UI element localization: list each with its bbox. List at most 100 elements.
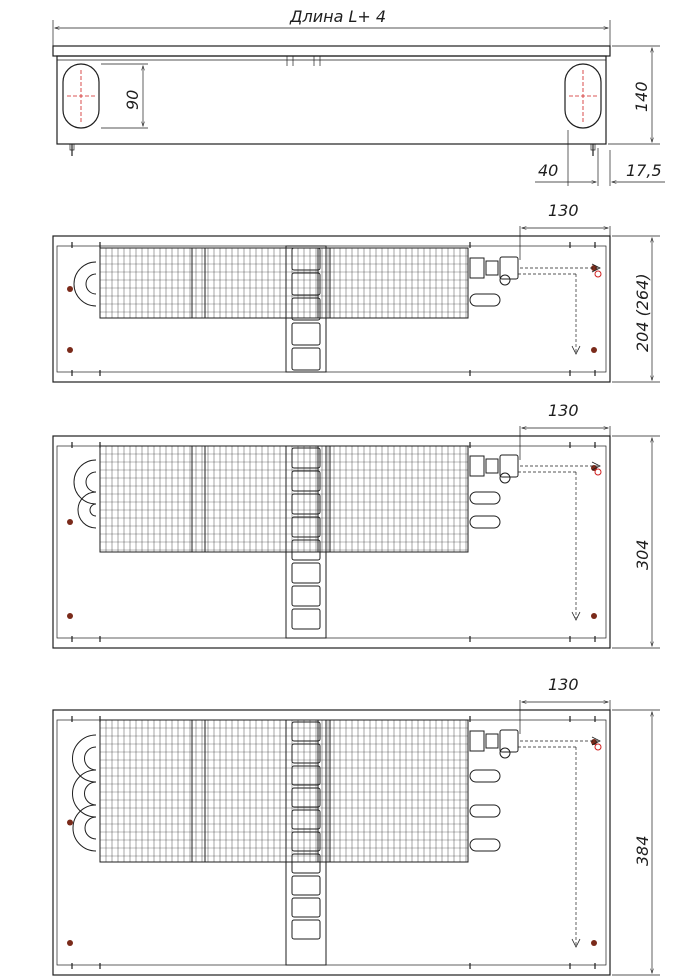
bracket-cell xyxy=(291,539,321,561)
section-height-label: 204 (264) xyxy=(633,273,652,352)
flow-arrow xyxy=(591,461,601,471)
bracket-cell xyxy=(291,919,321,940)
screw xyxy=(591,265,597,271)
connection-point xyxy=(594,270,602,278)
bracket-cell xyxy=(291,493,321,515)
heat-exchanger xyxy=(99,247,469,319)
tube-end xyxy=(469,515,501,529)
tube-end xyxy=(469,491,501,505)
section-304: 130 304 xyxy=(52,401,660,649)
tube-bend xyxy=(77,491,97,529)
tube-bend xyxy=(73,261,97,307)
valve-nut xyxy=(485,260,499,276)
bracket-cell xyxy=(291,297,321,321)
valve-drain xyxy=(499,274,511,286)
bracket-cell xyxy=(291,322,321,346)
connection-point xyxy=(594,743,602,751)
tube-bend xyxy=(85,471,97,493)
bracket-cell xyxy=(291,272,321,296)
bracket-cell xyxy=(291,721,321,742)
tube-bend xyxy=(84,746,97,771)
screw xyxy=(67,286,73,292)
tube-bend xyxy=(72,769,97,818)
right-slot xyxy=(564,63,602,129)
screw xyxy=(67,819,73,826)
bracket-cell xyxy=(291,743,321,764)
bracket-cell xyxy=(291,562,321,584)
screw xyxy=(67,940,73,946)
flow-arrow xyxy=(571,938,581,948)
bracket-cell xyxy=(291,585,321,607)
tube-end xyxy=(469,838,501,852)
bracket-cell xyxy=(291,853,321,874)
section-384: 130 384 xyxy=(52,675,660,976)
flow-arrow xyxy=(571,611,581,621)
tube-bend xyxy=(85,273,97,295)
heat-exchanger xyxy=(99,719,469,863)
center-bracket xyxy=(285,245,327,373)
bracket-cell xyxy=(291,809,321,830)
section-width-label: 130 xyxy=(548,675,579,694)
heat-exchanger xyxy=(99,445,469,553)
section-width-label: 130 xyxy=(548,401,579,420)
valve-nut xyxy=(485,458,499,474)
screw xyxy=(67,519,73,525)
tube-bend xyxy=(89,503,97,517)
section-width-label: 130 xyxy=(548,201,579,220)
left-slot xyxy=(62,63,100,129)
section-frame xyxy=(52,235,611,383)
valve-drain xyxy=(499,747,511,759)
bracket-cell xyxy=(291,608,321,630)
center-bracket xyxy=(285,445,327,639)
tube-end xyxy=(469,804,501,818)
tube-end xyxy=(469,769,501,783)
flow-arrow xyxy=(591,736,601,746)
screw xyxy=(591,940,597,946)
tube-end xyxy=(469,293,501,307)
screw xyxy=(591,613,597,619)
top-view: Длина L+ 4 90 1 xyxy=(52,7,665,186)
bracket-cell xyxy=(291,516,321,538)
slot-height-label: 90 xyxy=(123,90,142,110)
bracket-cell xyxy=(291,470,321,492)
bracket-cell xyxy=(291,831,321,852)
valve-head xyxy=(499,454,519,478)
screw xyxy=(67,347,73,353)
screw xyxy=(591,347,597,353)
bracket-cell xyxy=(291,875,321,896)
valve-body xyxy=(469,730,485,752)
tube-bend xyxy=(84,816,97,840)
height-label: 140 xyxy=(632,81,651,112)
bracket-cell xyxy=(291,347,321,371)
bracket-cell xyxy=(291,447,321,469)
flow-arrow xyxy=(571,345,581,355)
connection-point xyxy=(594,468,602,476)
center-bracket xyxy=(285,719,327,966)
bracket-cell xyxy=(291,247,321,271)
valve-body xyxy=(469,455,485,477)
tube-bend xyxy=(84,781,97,806)
section-204: 130 204 (264) xyxy=(52,201,660,383)
valve-body xyxy=(469,257,485,279)
valve-head xyxy=(499,256,519,280)
section-frame xyxy=(52,709,611,976)
tube-bend xyxy=(73,459,97,505)
bracket-cell xyxy=(291,897,321,918)
section-inner-frame xyxy=(56,245,607,373)
bracket-cell xyxy=(291,765,321,786)
tube-bend xyxy=(72,734,97,783)
offset-label: 40 xyxy=(538,161,558,180)
section-height-label: 304 xyxy=(633,539,652,570)
valve-drain xyxy=(499,472,511,484)
valve-head xyxy=(499,729,519,753)
section-inner-frame xyxy=(56,719,607,966)
bracket-cell xyxy=(291,787,321,808)
section-height-label: 384 xyxy=(633,835,652,866)
valve-nut xyxy=(485,733,499,749)
tube-bend xyxy=(72,804,97,852)
length-label: Длина L+ 4 xyxy=(289,7,386,26)
section-frame xyxy=(52,435,611,649)
flow-arrow xyxy=(591,263,601,273)
edge-label: 17,5 xyxy=(626,161,662,180)
